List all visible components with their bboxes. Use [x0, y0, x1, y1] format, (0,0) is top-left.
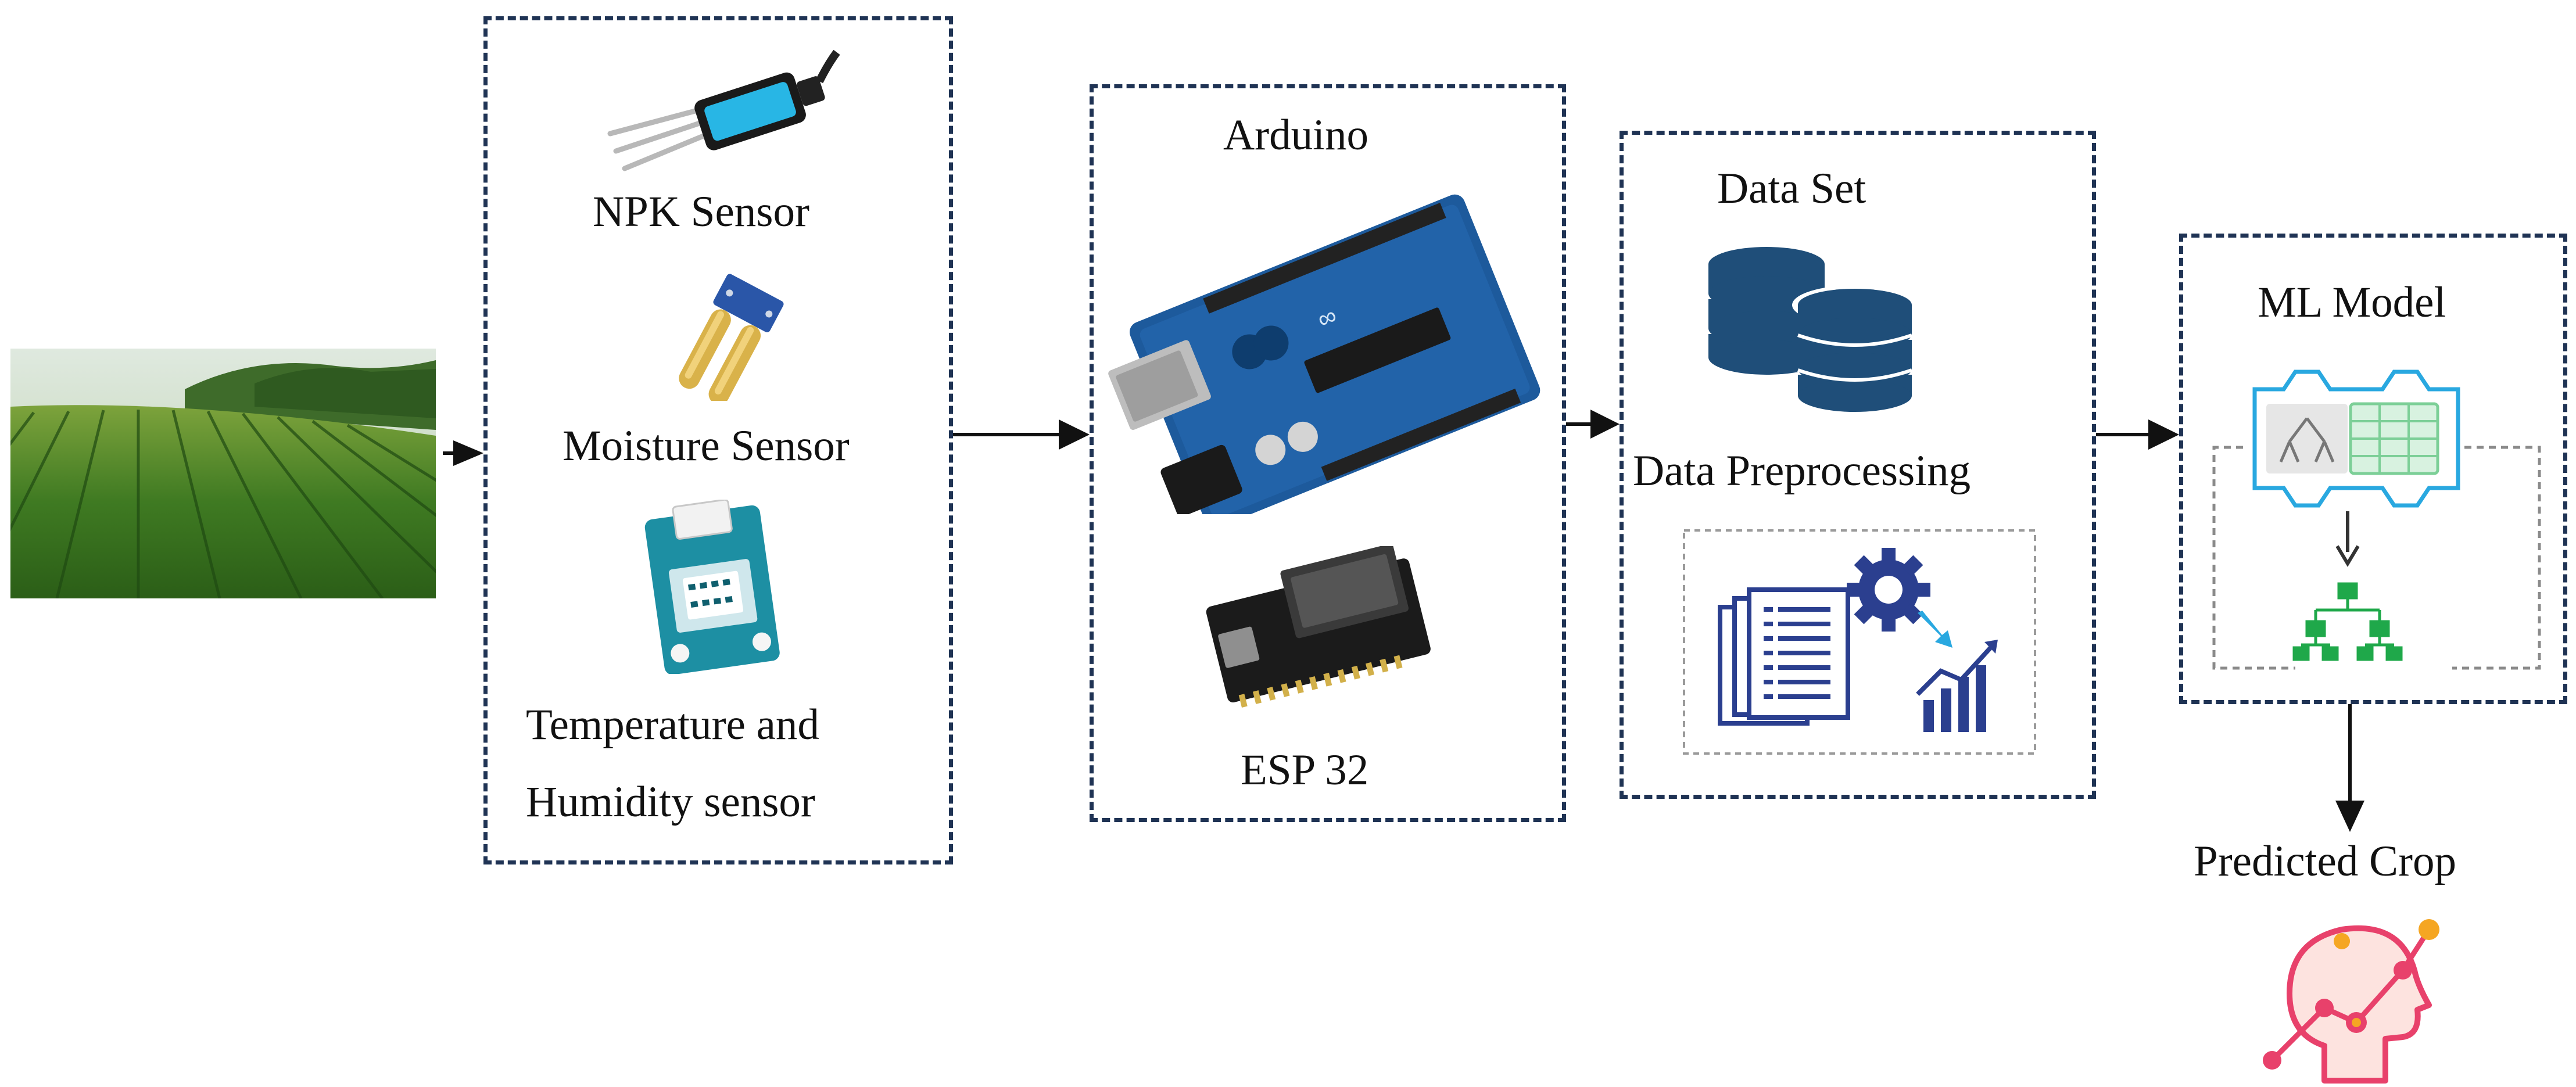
arduino-board-image: ∞	[1104, 189, 1552, 528]
database-icon	[1703, 241, 1923, 415]
moisture-sensor-image	[633, 273, 808, 405]
data-box	[1620, 131, 2096, 799]
esp32-label: ESP 32	[1241, 746, 1369, 794]
temperature-humidity-sensor-image	[630, 498, 799, 675]
ml-model-box	[2179, 234, 2567, 704]
controller-box	[1090, 84, 1566, 822]
ai-head-icon	[2255, 906, 2452, 1084]
sensors-box	[483, 16, 953, 864]
arduino-label: Arduino	[1223, 111, 1368, 159]
moisture-sensor-label: Moisture Sensor	[563, 422, 850, 470]
data-preprocessing-label: Data Preprocessing	[1633, 447, 1971, 495]
predicted-crop-label: Predicted Crop	[2194, 837, 2456, 885]
npk-sensor-image	[599, 46, 843, 174]
npk-sensor-label: NPK Sensor	[593, 188, 809, 236]
temperature-humidity-label-line1: Temperature and	[526, 701, 819, 749]
dataset-label: Data Set	[1717, 164, 1866, 213]
ml-model-label: ML Model	[2258, 278, 2446, 327]
esp32-board-image	[1197, 544, 1441, 720]
preprocessing-icon	[1679, 526, 2040, 758]
temperature-humidity-label-line2: Humidity sensor	[526, 778, 815, 826]
ml-model-icon	[2208, 354, 2545, 680]
crop-field-photo	[10, 349, 436, 598]
